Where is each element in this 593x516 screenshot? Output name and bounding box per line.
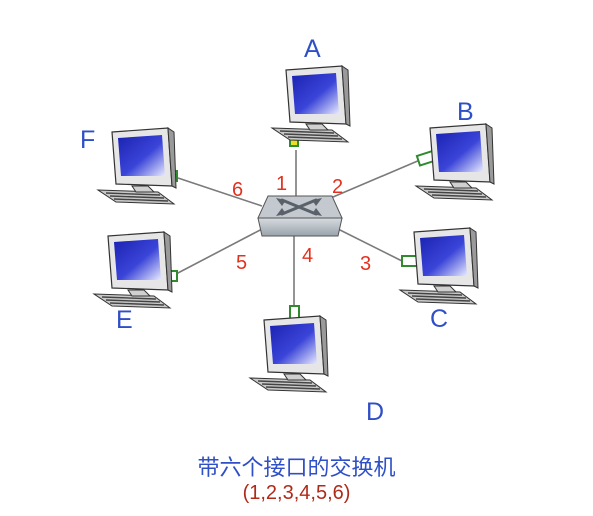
port-label-5: 5	[236, 252, 248, 274]
caption-title: 带六个接口的交换机	[197, 456, 396, 481]
link-to-f	[177, 177, 263, 207]
port-label-1: 1	[276, 173, 288, 195]
host-label-b: B	[457, 98, 474, 126]
desktop-computer-icon-e	[93, 231, 173, 309]
desktop-computer-icon-a	[271, 65, 351, 143]
host-label-f: F	[80, 126, 96, 154]
host-label-a: A	[304, 35, 321, 63]
host-label-d: D	[366, 398, 385, 426]
desktop-computer-icon-f	[97, 127, 177, 205]
port-label-2: 2	[332, 176, 344, 198]
host-label-c: C	[430, 305, 449, 333]
host-label-e: E	[116, 306, 133, 334]
port-label-4: 4	[302, 245, 314, 267]
desktop-computer-icon-d	[249, 315, 329, 393]
link-to-e	[175, 227, 265, 275]
port-label-6: 6	[232, 179, 244, 201]
link-to-b	[325, 159, 421, 201]
caption-subtitle: (1,2,3,4,5,6)	[242, 482, 351, 504]
port-label-3: 3	[360, 253, 372, 275]
switch-icon	[257, 195, 343, 237]
